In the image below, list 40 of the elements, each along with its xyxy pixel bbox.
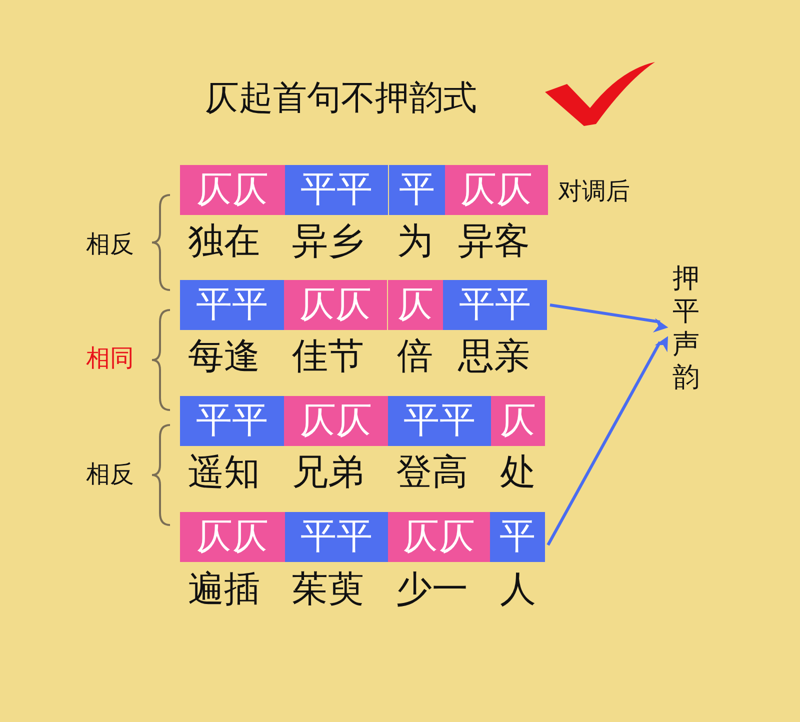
poem-word: 登高 — [396, 451, 468, 495]
tone-cell: 仄仄 — [180, 512, 285, 562]
poem-word: 异乡 — [292, 220, 364, 264]
poem-word: 为 — [397, 220, 433, 264]
note-label: 相同 — [86, 343, 134, 374]
tone-cell: 仄仄 — [284, 280, 387, 330]
poem-word: 佳节 — [292, 335, 364, 379]
tone-cell: 仄 — [388, 280, 443, 330]
rhyme-label: 押平声韵 — [665, 262, 707, 394]
poem-word: 少一 — [396, 568, 468, 612]
tone-cell: 仄仄 — [180, 165, 285, 215]
poem-word: 茱萸 — [292, 568, 364, 612]
tone-cell: 平平 — [285, 512, 388, 562]
tone-cell: 平平 — [180, 396, 284, 446]
poem-word: 倍 — [397, 335, 433, 379]
poem-word: 兄弟 — [292, 451, 364, 495]
poem-word: 人 — [500, 568, 536, 612]
tone-cell: 平平 — [388, 396, 491, 446]
poem-word: 每逢 — [188, 335, 260, 379]
arrow — [546, 336, 668, 546]
poem-word: 异客 — [458, 220, 530, 264]
poem-word: 思亲 — [458, 335, 530, 379]
poem-word: 处 — [500, 451, 536, 495]
note-label: 相反 — [86, 459, 134, 490]
tone-cell: 仄仄 — [445, 165, 548, 215]
tone-cell: 平平 — [180, 280, 284, 330]
arrow — [550, 304, 668, 332]
tone-cell: 仄仄 — [388, 512, 490, 562]
note-label: 相反 — [86, 229, 134, 260]
poem-word: 遥知 — [188, 451, 260, 495]
title: 仄起首句不押韵式 — [205, 77, 477, 120]
note-label: 对调后 — [558, 176, 630, 207]
tone-cell: 平平 — [285, 165, 388, 215]
tone-cell: 平平 — [443, 280, 547, 330]
poem-word: 独在 — [188, 220, 260, 264]
tone-cell: 平 — [389, 165, 445, 215]
poem-word: 遍插 — [188, 568, 260, 612]
tone-cell: 仄仄 — [284, 396, 388, 446]
tone-cell: 平 — [490, 512, 545, 562]
tone-cell: 仄 — [491, 396, 545, 446]
